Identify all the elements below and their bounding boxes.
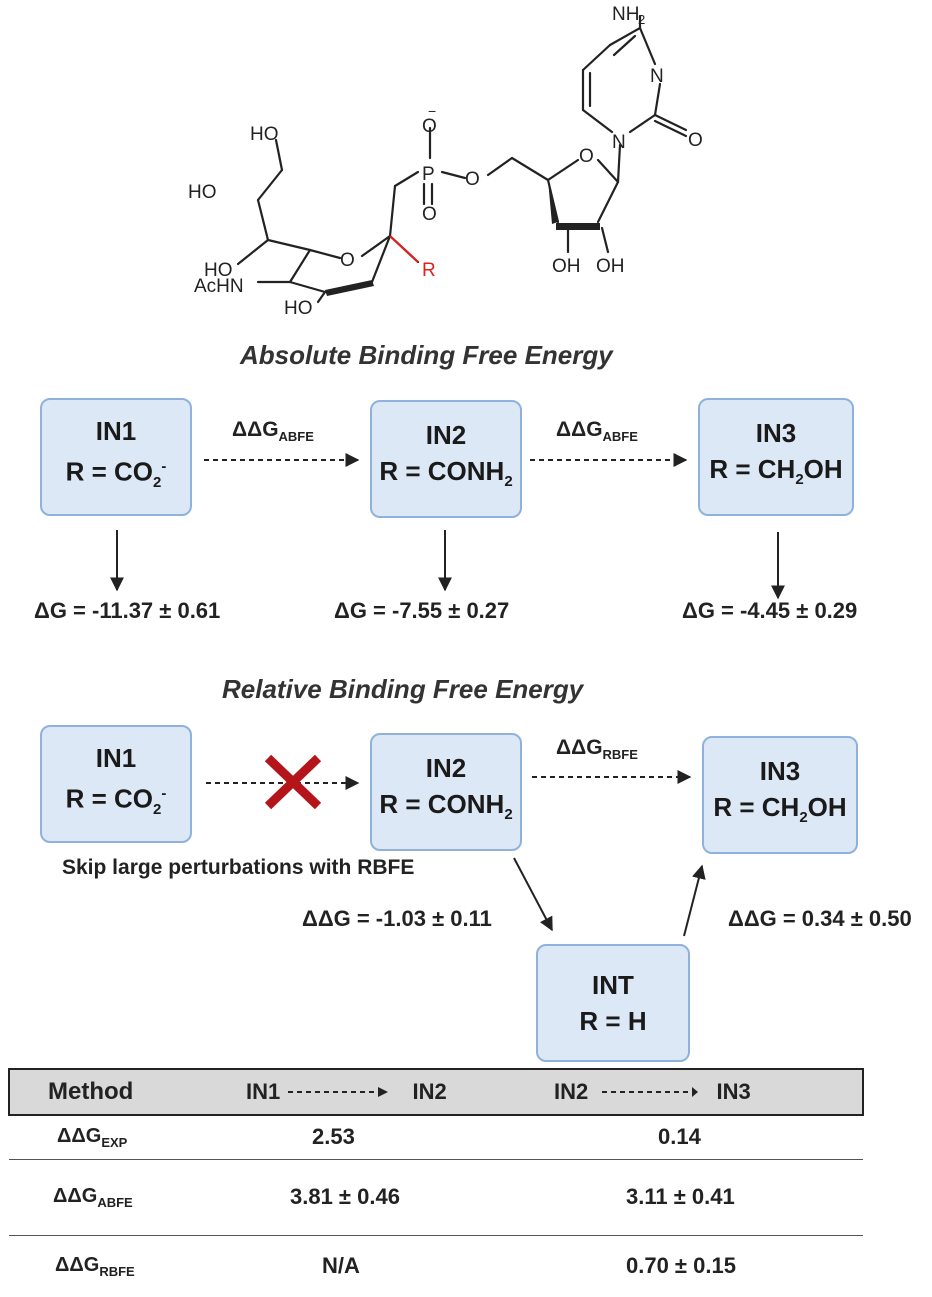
svg-text:HO: HO	[250, 124, 279, 145]
box-r-label: R = CH2OH	[709, 454, 843, 489]
table-row: ΔΔGEXP 2.53 0.14	[9, 1114, 863, 1159]
header-arrow-icon	[602, 1087, 699, 1097]
svg-text:O: O	[465, 169, 480, 190]
r-group-label: R	[422, 260, 436, 281]
header-to-1: IN2	[412, 1079, 447, 1104]
header-from-1: IN1	[246, 1079, 281, 1104]
box-name: IN2	[425, 753, 467, 784]
abfe-dg-in2: ΔG = -7.55 ± 0.27	[334, 598, 510, 623]
svg-text:O: O	[422, 204, 437, 225]
table-header-row: Method IN1 IN2 IN2 IN3	[9, 1069, 863, 1115]
box-name: IN1	[95, 743, 137, 774]
header-arrow-icon	[288, 1087, 389, 1097]
svg-text:HO: HO	[204, 260, 233, 281]
row-value-2: 0.14	[554, 1114, 863, 1159]
row-value-1: 2.53	[234, 1114, 554, 1159]
box-r-label: R = CO2-	[65, 783, 167, 818]
svg-text:O: O	[579, 146, 594, 167]
rbfe-arrow-label: ΔΔGRBFE	[556, 736, 638, 763]
box-r-label: R = CONH2	[379, 789, 513, 824]
svg-text:HO: HO	[188, 182, 217, 203]
svg-text:N: N	[650, 66, 664, 87]
header-from-2: IN2	[554, 1079, 589, 1104]
svg-text:−: −	[428, 103, 436, 119]
rbfe-box-in1: IN1 R = CO2-	[40, 725, 192, 843]
svg-text:O: O	[688, 130, 703, 151]
rbfe-ddg-int-in3: ΔΔG = 0.34 ± 0.50	[728, 906, 912, 931]
rbfe-box-int: INT R = H	[536, 944, 690, 1062]
row-method: ΔΔGABFE	[9, 1158, 234, 1235]
row-value-2: 3.11 ± 0.41	[554, 1158, 863, 1235]
rbfe-arrow-in2-int	[513, 857, 553, 932]
row-method: ΔΔGRBFE	[9, 1234, 234, 1297]
rbfe-box-in2: IN2 R = CONH2	[370, 733, 522, 851]
box-name: INT	[592, 970, 634, 1000]
box-name: IN2	[425, 420, 467, 451]
box-r-label: R = CO2-	[65, 456, 167, 491]
header-method: Method	[48, 1078, 134, 1105]
row-value-1: 3.81 ± 0.46	[234, 1158, 554, 1235]
svg-text:HO: HO	[284, 298, 313, 319]
row-method: ΔΔGEXP	[9, 1114, 234, 1159]
svg-text:AcHN: AcHN	[194, 276, 244, 297]
abfe-dg-in3: ΔG = -4.45 ± 0.29	[682, 598, 858, 623]
abfe-box-in2: IN2 R = CONH2	[370, 400, 522, 518]
cmp-sialic-acid-structure: NH2 N O N O O O− P O OH OH HO HO O HO Ac…	[188, 4, 703, 319]
box-r-label: R = CH2OH	[713, 792, 847, 827]
box-name: IN1	[95, 416, 137, 447]
rbfe-ddg-in2-int: ΔΔG = -1.03 ± 0.11	[302, 906, 492, 931]
abfe-box-in1: IN1 R = CO2-	[40, 398, 192, 516]
header-to-2: IN3	[716, 1079, 751, 1104]
abfe-title: Absolute Binding Free Energy	[240, 340, 613, 370]
rbfe-arrow-int-in3	[683, 864, 706, 937]
rbfe-box-in3: IN3 R = CH2OH	[702, 736, 858, 854]
rbfe-title: Relative Binding Free Energy	[222, 674, 584, 704]
table-row: ΔΔGABFE 3.81 ± 0.46 3.11 ± 0.41	[9, 1158, 863, 1235]
box-r-label: R = H	[579, 1006, 647, 1036]
abfe-arrow-label-2: ΔΔGABFE	[556, 418, 638, 445]
skip-note: Skip large perturbations with RBFE	[62, 856, 415, 879]
svg-text:OH: OH	[596, 256, 625, 277]
svg-text:O: O	[422, 116, 437, 137]
svg-text:OH: OH	[552, 256, 581, 277]
table-row: ΔΔGRBFE N/A 0.70 ± 0.15	[9, 1234, 863, 1297]
svg-text:2: 2	[638, 12, 645, 27]
box-name: IN3	[755, 418, 797, 449]
box-name: IN3	[759, 756, 801, 787]
row-value-2: 0.70 ± 0.15	[554, 1234, 863, 1297]
cross-icon	[264, 754, 322, 810]
abfe-box-in3: IN3 R = CH2OH	[698, 398, 854, 516]
abfe-dg-in1: ΔG = -11.37 ± 0.61	[34, 598, 221, 623]
svg-text:O: O	[340, 250, 355, 271]
svg-text:P: P	[422, 164, 435, 185]
row-value-1: N/A	[234, 1234, 554, 1297]
svg-text:NH: NH	[612, 4, 639, 25]
abfe-arrow-label-1: ΔΔGABFE	[232, 418, 314, 445]
comparison-table: Method IN1 IN2 IN2 IN3 ΔΔGEXP 2.53 0.14 …	[8, 1068, 864, 1297]
svg-text:N: N	[612, 132, 626, 153]
box-r-label: R = CONH2	[379, 456, 513, 491]
